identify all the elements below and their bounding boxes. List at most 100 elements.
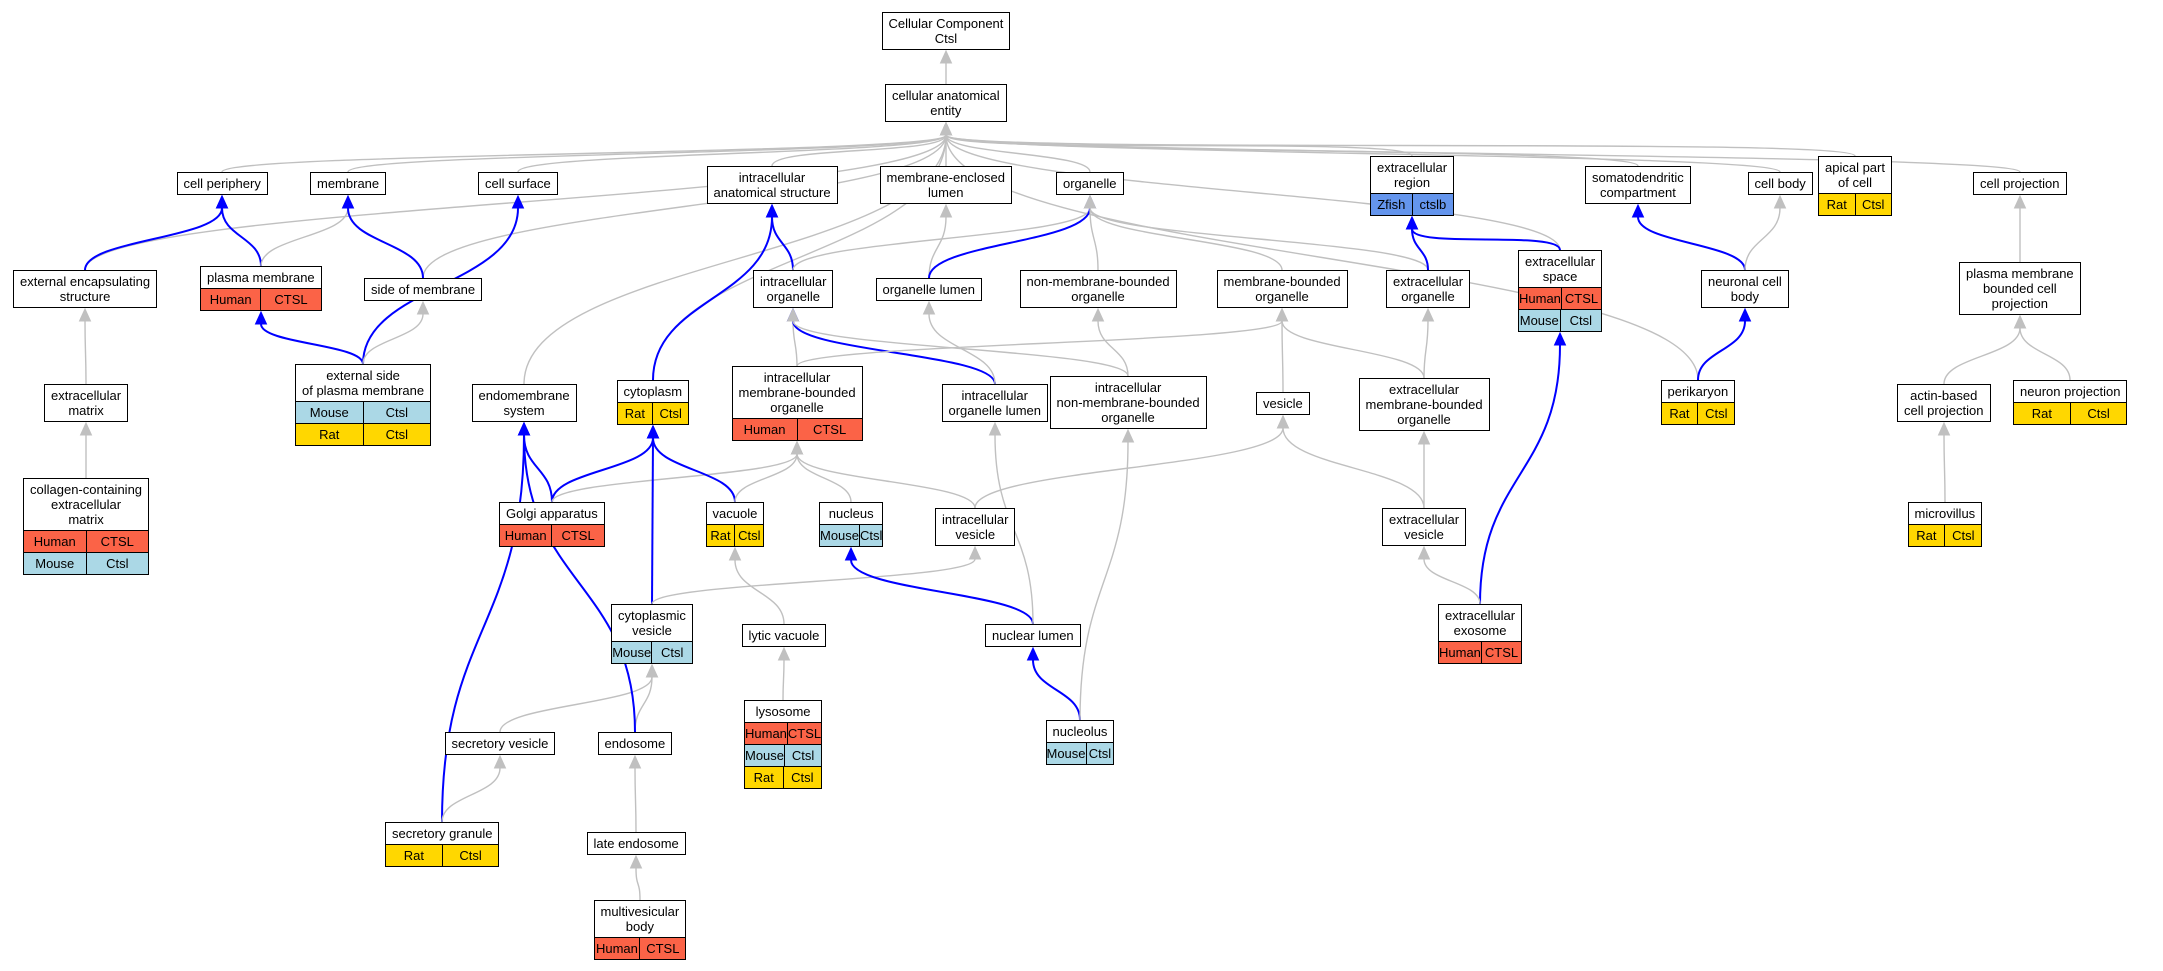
- edge-arrowhead: [1738, 307, 1752, 322]
- node-label: somatodendritic compartment: [1592, 170, 1684, 200]
- node-label: intracellular membrane-bounded organelle: [738, 370, 856, 415]
- node-vesicle: vesicle: [1256, 392, 1310, 415]
- edge-arrowhead: [1773, 194, 1787, 209]
- node-label: vesicle: [1263, 396, 1303, 411]
- node-intraorg: intracellular organelle: [753, 270, 834, 308]
- node-label: plasma membrane: [207, 270, 315, 285]
- edge-arrowhead: [844, 546, 858, 561]
- species-cell: Human: [500, 525, 552, 546]
- node-nonmemorg: non-membrane-bounded organelle: [1019, 270, 1177, 308]
- node-label: extracellular organelle: [1393, 274, 1464, 304]
- node-label: extracellular matrix: [51, 388, 122, 418]
- edge-arrowhead: [786, 307, 800, 322]
- gene-cell: Ctsl: [362, 402, 431, 423]
- species-cell: Human: [201, 289, 261, 310]
- edge-orglumen-to-organelle: [928, 207, 1091, 279]
- gene-cell: CTSL: [1480, 642, 1522, 663]
- node-membrane: membrane: [310, 172, 387, 195]
- node-cellperiph: cell periphery: [176, 172, 268, 195]
- species-cell: Mouse: [296, 402, 363, 423]
- edge-arrowhead: [79, 421, 93, 436]
- species-cell: Human: [594, 938, 640, 959]
- node-label: Golgi apparatus: [506, 506, 598, 521]
- edge-arrowhead: [416, 300, 430, 315]
- node-label: intracellular organelle: [760, 274, 827, 304]
- edge-arrowhead: [1421, 307, 1435, 322]
- edge-arrowhead: [988, 421, 1002, 436]
- node-label: lytic vacuole: [748, 628, 820, 643]
- node-mel: membrane-enclosed lumen: [879, 166, 1013, 204]
- edge-extside-to-sidemem: [362, 313, 424, 365]
- edge-arrowhead: [1121, 428, 1135, 443]
- edge-sidemem-to-cae: [422, 134, 947, 279]
- edge-arrowhead: [1091, 307, 1105, 322]
- edge-arrowhead: [341, 194, 355, 209]
- node-label: nucleolus: [1052, 724, 1108, 739]
- node-label: membrane-enclosed lumen: [886, 170, 1006, 200]
- node-ecvesicle: extracellular vesicle: [1382, 508, 1467, 546]
- species-cell: Rat: [1661, 403, 1698, 424]
- edge-nuclumen-to-nucleus: [850, 559, 1034, 625]
- edge-ecspace-to-ecregion: [1411, 228, 1561, 251]
- edge-orglumen-to-mel: [928, 216, 947, 279]
- edge-organelle-to-cae: [945, 134, 1091, 173]
- edge-arrowhead: [215, 194, 229, 209]
- node-actin: actin-based cell projection: [1897, 384, 1991, 422]
- edge-arrowhead: [78, 307, 92, 322]
- node-endosome: endosome: [597, 732, 673, 755]
- node-collagen: collagen-containing extracellular matrix…: [23, 478, 150, 575]
- node-label: cytoplasmic vesicle: [618, 608, 686, 638]
- edge-arrowhead: [939, 121, 953, 136]
- edge-golgi-to-cytoplasm: [551, 437, 654, 503]
- node-label: nuclear lumen: [992, 628, 1074, 643]
- node-label: microvillus: [1914, 506, 1976, 521]
- species-cell: Mouse: [612, 642, 652, 663]
- node-root: Cellular Component Ctsl: [881, 12, 1011, 50]
- node-iv: intracellular vesicle: [935, 508, 1016, 546]
- edge-actin-to-pmbcp: [1943, 327, 2021, 385]
- node-label: secretory vesicle: [451, 736, 549, 751]
- edge-membrane-to-cae: [347, 134, 947, 173]
- edge-neuronproj-to-pmbcp: [2019, 327, 2071, 381]
- node-label: apical part of cell: [1825, 160, 1885, 190]
- node-label: extracellular exosome: [1445, 608, 1516, 638]
- gene-cell: CTSL: [85, 531, 149, 552]
- node-label: side of membrane: [371, 282, 476, 297]
- node-label: endosome: [604, 736, 666, 751]
- edge-vesicle-to-membndorg: [1281, 320, 1284, 393]
- gene-cell: Ctsl: [1085, 743, 1114, 764]
- node-cae: cellular anatomical entity: [885, 84, 1007, 122]
- gene-cell: Ctsl: [85, 553, 149, 574]
- edge-arrowhead: [1276, 414, 1290, 429]
- gene-cell: Ctsl: [2069, 403, 2127, 424]
- species-cell: Mouse: [1046, 743, 1086, 764]
- species-cell: Human: [1519, 288, 1561, 309]
- edge-inmbo-to-nonmemorg: [1097, 320, 1129, 377]
- edge-cellbody-to-cae: [945, 134, 1781, 173]
- species-cell: Mouse: [1519, 310, 1560, 331]
- node-sidemem: side of membrane: [364, 278, 483, 301]
- edge-arrowhead: [629, 854, 643, 869]
- node-label: extracellular membrane-bounded organelle: [1365, 382, 1483, 427]
- node-label: intracellular anatomical structure: [713, 170, 831, 200]
- node-endosys: endomembrane system: [471, 384, 577, 422]
- gene-cell: Ctsl: [784, 745, 822, 766]
- species-cell: Rat: [386, 845, 442, 866]
- edge-cellsurface-to-cae: [517, 134, 947, 173]
- node-label: membrane: [317, 176, 380, 191]
- edge-imbo-to-intraorg: [792, 320, 798, 367]
- node-label: membrane-bounded organelle: [1223, 274, 1341, 304]
- node-label: actin-based cell projection: [1904, 388, 1984, 418]
- edge-arrowhead: [511, 194, 525, 209]
